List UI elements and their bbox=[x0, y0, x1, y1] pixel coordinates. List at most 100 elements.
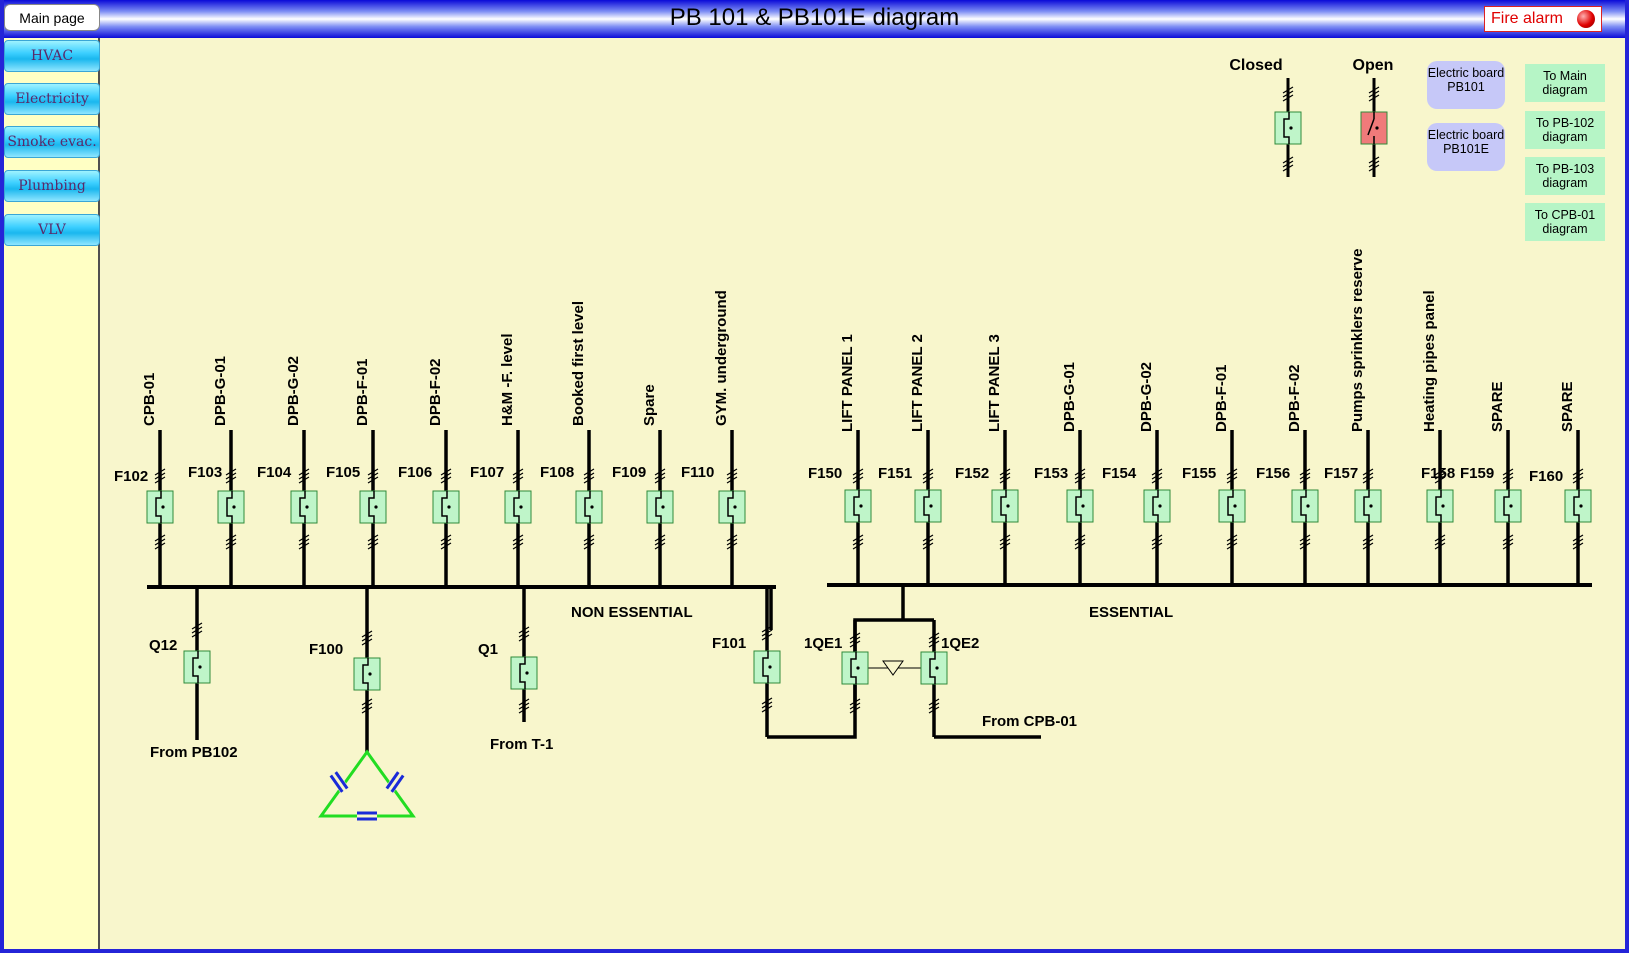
legend-open-breaker[interactable] bbox=[1360, 111, 1388, 145]
cable-ticks-icon bbox=[1299, 468, 1311, 484]
feeder-load-label: Heating pipes panel bbox=[1421, 290, 1438, 432]
cable-ticks-icon bbox=[361, 630, 373, 646]
breaker-f153[interactable] bbox=[1066, 489, 1094, 523]
cable-ticks-icon bbox=[852, 468, 864, 484]
breaker-f107[interactable] bbox=[504, 490, 532, 524]
incomer-id-q1: Q1 bbox=[478, 641, 498, 658]
breaker-f101[interactable] bbox=[753, 650, 781, 684]
feeder-load-label: CPB-01 bbox=[141, 373, 158, 426]
cable-ticks-icon bbox=[440, 468, 452, 484]
breaker-f157[interactable] bbox=[1354, 489, 1382, 523]
source-label-from-cpb01: From CPB-01 bbox=[982, 713, 1077, 730]
to-pb-102-diagram-button[interactable]: To PB-102 diagram bbox=[1525, 111, 1605, 149]
breaker-q1[interactable] bbox=[510, 656, 538, 690]
cable-ticks-icon bbox=[928, 698, 940, 714]
cable-ticks-icon bbox=[367, 534, 379, 550]
breaker-q12[interactable] bbox=[183, 650, 211, 684]
to-pb-103-diagram-button[interactable]: To PB-103 diagram bbox=[1525, 157, 1605, 195]
cable-ticks-icon bbox=[298, 468, 310, 484]
feeder-id-f150: F150 bbox=[808, 465, 842, 482]
feeder-load-label: GYM. underground bbox=[713, 290, 730, 426]
to-cpb-01-diagram-button[interactable]: To CPB-01 diagram bbox=[1525, 203, 1605, 241]
sidebar-item-smoke-evac[interactable]: Smoke evac. bbox=[4, 126, 100, 158]
feeder-id-f158: F158 bbox=[1421, 465, 1455, 482]
feeder-load-label: Booked first level bbox=[570, 301, 587, 426]
feeder-load-label: DPB-F-01 bbox=[1213, 364, 1230, 432]
breaker-f154[interactable] bbox=[1143, 489, 1171, 523]
sidebar-item-hvac[interactable]: HVAC bbox=[4, 40, 100, 72]
breaker-f102[interactable] bbox=[146, 490, 174, 524]
cable-ticks-icon bbox=[512, 534, 524, 550]
feeder-id-f105: F105 bbox=[326, 464, 360, 481]
feeder-id-f108: F108 bbox=[540, 464, 574, 481]
non-essential-bus-label: NON ESSENTIAL bbox=[571, 604, 693, 621]
breaker-1qe1[interactable] bbox=[841, 651, 869, 685]
feeder-load-label: Pumps sprinklers reserve bbox=[1349, 249, 1366, 432]
breaker-f160[interactable] bbox=[1564, 489, 1592, 523]
cable-ticks-icon bbox=[654, 534, 666, 550]
cable-ticks-icon bbox=[1151, 468, 1163, 484]
feeder-id-f107: F107 bbox=[470, 464, 504, 481]
cable-ticks-icon bbox=[849, 698, 861, 714]
cable-ticks-icon bbox=[1502, 534, 1514, 550]
breaker-f104[interactable] bbox=[290, 490, 318, 524]
breaker-f110[interactable] bbox=[718, 490, 746, 524]
cable-ticks-icon bbox=[583, 468, 595, 484]
feeder-load-label: DPB-F-02 bbox=[1286, 364, 1303, 432]
main-page-button[interactable]: Main page bbox=[4, 4, 100, 31]
breaker-f158[interactable] bbox=[1426, 489, 1454, 523]
cable-ticks-icon bbox=[225, 468, 237, 484]
feeder-load-label: SPARE bbox=[1559, 381, 1576, 432]
cable-ticks-icon bbox=[922, 534, 934, 550]
feeder-id-f109: F109 bbox=[612, 464, 646, 481]
feeder-id-f153: F153 bbox=[1034, 465, 1068, 482]
cable-ticks-icon bbox=[1226, 468, 1238, 484]
feeder-id-f157: F157 bbox=[1324, 465, 1358, 482]
source-label-from-pb102: From PB102 bbox=[150, 744, 238, 761]
breaker-f156[interactable] bbox=[1291, 489, 1319, 523]
cable-ticks-icon bbox=[999, 534, 1011, 550]
cable-ticks-icon bbox=[298, 534, 310, 550]
breaker-f151[interactable] bbox=[914, 489, 942, 523]
feeder-id-f102: F102 bbox=[114, 468, 148, 485]
to-main-diagram-button[interactable]: To Main diagram bbox=[1525, 64, 1605, 102]
cable-ticks-icon bbox=[1151, 534, 1163, 550]
feeder-load-label: DPB-G-02 bbox=[1138, 362, 1155, 432]
breaker-f150[interactable] bbox=[844, 489, 872, 523]
incomer-id-f100: F100 bbox=[309, 641, 343, 658]
feeder-load-label: DPB-F-02 bbox=[427, 358, 444, 426]
electric-board-pb101e-button[interactable]: Electric board PB101E bbox=[1427, 123, 1505, 171]
breaker-f103[interactable] bbox=[217, 490, 245, 524]
breaker-f155[interactable] bbox=[1218, 489, 1246, 523]
essential-bus-label: ESSENTIAL bbox=[1089, 604, 1173, 621]
breaker-1qe2[interactable] bbox=[920, 651, 948, 685]
title-bar: PB 101 & PB101E diagram bbox=[0, 0, 1629, 38]
breaker-f100[interactable] bbox=[353, 657, 381, 691]
cable-ticks-icon bbox=[852, 534, 864, 550]
alarm-light-icon bbox=[1577, 10, 1595, 28]
breaker-f108[interactable] bbox=[575, 490, 603, 524]
breaker-f109[interactable] bbox=[646, 490, 674, 524]
cable-ticks-icon bbox=[367, 468, 379, 484]
sidebar-item-electricity[interactable]: Electricity bbox=[4, 83, 100, 115]
feeder-load-label: H&M -F. level bbox=[499, 333, 516, 426]
breaker-f159[interactable] bbox=[1494, 489, 1522, 523]
feeder-load-label: DPB-G-01 bbox=[1061, 362, 1078, 432]
breaker-f105[interactable] bbox=[359, 490, 387, 524]
cable-ticks-icon bbox=[1362, 534, 1374, 550]
sidebar-item-vlv[interactable]: VLV bbox=[4, 214, 100, 246]
breaker-f106[interactable] bbox=[432, 490, 460, 524]
feeder-load-label: SPARE bbox=[1489, 381, 1506, 432]
cable-ticks-icon bbox=[1362, 468, 1374, 484]
cable-ticks-icon bbox=[1226, 534, 1238, 550]
electric-board-pb101-button[interactable]: Electric board PB101 bbox=[1427, 61, 1505, 109]
cable-ticks-icon bbox=[154, 468, 166, 484]
sidebar-item-plumbing[interactable]: Plumbing bbox=[4, 170, 100, 202]
fire-alarm-button[interactable]: Fire alarm bbox=[1484, 6, 1602, 32]
breaker-f152[interactable] bbox=[991, 489, 1019, 523]
legend-closed-breaker[interactable] bbox=[1274, 111, 1302, 145]
cable-ticks-icon bbox=[726, 534, 738, 550]
feeder-id-f156: F156 bbox=[1256, 465, 1290, 482]
